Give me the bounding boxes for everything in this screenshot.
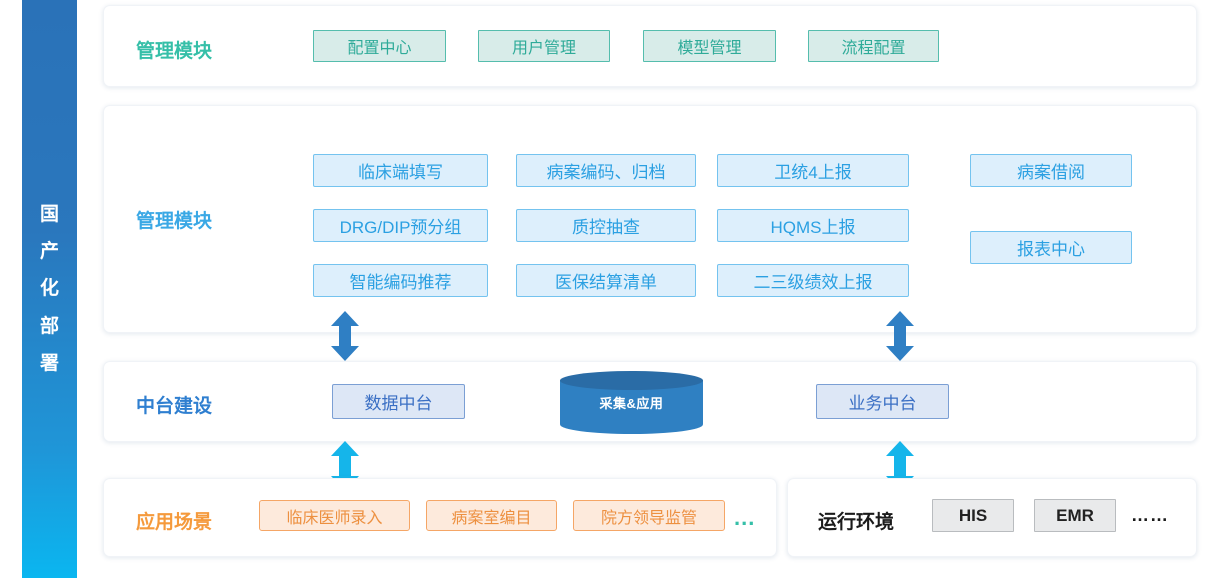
panel-scenarios: 应用场景 临床医师录入 病案室编目 院方领导监管 ... [103,478,777,557]
panel-admin-top-label: 管理模块 [136,41,213,62]
chip-quality-control-sampling[interactable]: 质控抽查 [516,209,696,242]
arrow-left-admin-to-platform [330,311,360,361]
panel-admin-top: 管理模块 配置中心 用户管理 模型管理 流程配置 [103,5,1197,87]
scenarios-more-dots: ... [734,505,756,530]
panel-platform: 中台建设 数据中台 采集&应用 业务中台 [103,361,1197,442]
chip-business-platform[interactable]: 业务中台 [816,384,949,419]
chip-model-management[interactable]: 模型管理 [643,30,776,62]
chip-weitong4-report[interactable]: 卫统4上报 [717,154,909,187]
arrow-right-admin-to-platform [885,311,915,361]
chip-smart-coding-recommend[interactable]: 智能编码推荐 [313,264,488,297]
chip-config-center[interactable]: 配置中心 [313,30,446,62]
chip-process-config[interactable]: 流程配置 [808,30,939,62]
panel-admin-main: 管理模块 临床端填写 病案编码、归档 卫统4上报 DRG/DIP预分组 质控抽查… [103,105,1197,333]
chip-record-coding-archive[interactable]: 病案编码、归档 [516,154,696,187]
chip-hqms-report[interactable]: HQMS上报 [717,209,909,242]
chip-report-center[interactable]: 报表中心 [970,231,1132,264]
cylinder-label: 采集&应用 [599,395,664,411]
panel-runtime: 运行环境 HIS EMR …… [787,478,1197,557]
chip-level23-performance-report[interactable]: 二三级绩效上报 [717,264,909,297]
cylinder-top [560,371,703,390]
chip-drg-dip-pregroup[interactable]: DRG/DIP预分组 [313,209,488,242]
panel-platform-label: 中台建设 [136,396,213,417]
chip-clinician-entry[interactable]: 临床医师录入 [259,500,410,531]
chip-insurance-settlement-list[interactable]: 医保结算清单 [516,264,696,297]
panel-scenarios-label: 应用场景 [136,512,213,533]
chip-clinical-entry[interactable]: 临床端填写 [313,154,488,187]
vertical-banner: 国 产 化 部 署 [22,0,77,578]
panel-runtime-label: 运行环境 [818,512,895,533]
chip-his[interactable]: HIS [932,499,1014,532]
chip-record-room-cataloging[interactable]: 病案室编目 [426,500,557,531]
runtime-more-dots: …… [1131,505,1169,525]
panel-admin-main-label: 管理模块 [136,211,213,232]
chip-user-management[interactable]: 用户管理 [478,30,610,62]
chip-data-platform[interactable]: 数据中台 [332,384,465,419]
chip-emr[interactable]: EMR [1034,499,1116,532]
database-cylinder: 采集&应用 [560,371,703,434]
chip-hospital-leader-supervision[interactable]: 院方领导监管 [573,500,725,531]
chip-record-borrowing[interactable]: 病案借阅 [970,154,1132,187]
vertical-banner-label: 国 产 化 部 署 [39,204,59,374]
